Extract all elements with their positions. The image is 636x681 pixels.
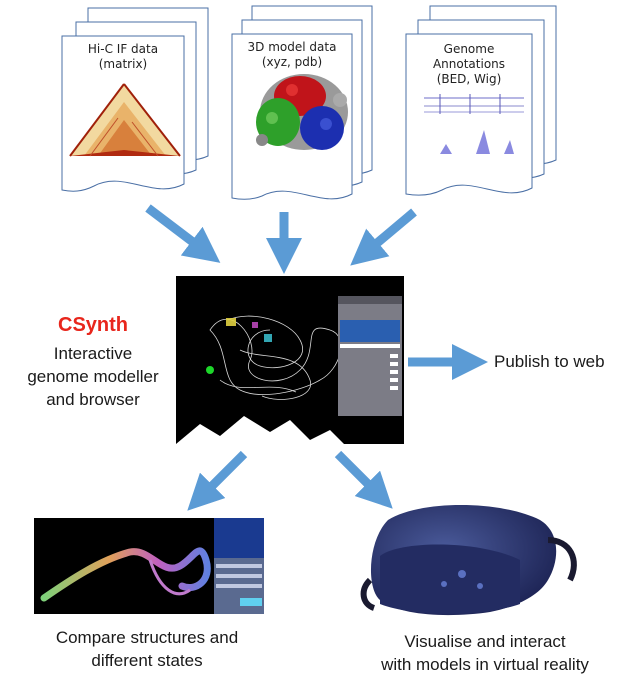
protein-structure-icon [256, 74, 348, 150]
compare-arrow [187, 450, 248, 511]
annotations-doc-title: Genome Annotations [432, 42, 506, 71]
input-arrows [145, 204, 417, 274]
hic-heatmap-icon [69, 83, 181, 157]
hic-doc-subtitle: (matrix) [98, 57, 148, 71]
csynth-desc-line-1: Interactive [53, 344, 133, 363]
vr-arrow [334, 450, 393, 509]
vr-headset-icon [360, 505, 577, 616]
csynth-desc-line-3: and browser [46, 390, 140, 409]
compare-caption-line-2: different states [91, 651, 203, 670]
publish-label: Publish to web [494, 352, 605, 371]
csynth-description: Interactive genome modeller and browser [18, 342, 168, 411]
annotations-doc-label: Genome Annotations (BED, Wig) [406, 42, 532, 87]
annotations-doc-subtitle: (BED, Wig) [436, 72, 502, 86]
csynth-screenshot [176, 276, 404, 444]
compare-caption: Compare structures and different states [22, 626, 272, 672]
model-doc-subtitle: (xyz, pdb) [261, 55, 323, 69]
compare-screenshot [34, 518, 264, 614]
model-doc-label: 3D model data (xyz, pdb) [232, 40, 352, 70]
vr-caption-line-1: Visualise and interact [404, 632, 566, 651]
csynth-title: CSynth [58, 314, 128, 336]
model-doc-title: 3D model data [247, 40, 337, 54]
vr-caption: Visualise and interact with models in vi… [340, 630, 630, 676]
document-stack-annotations [405, 5, 557, 196]
csynth-desc-line-2: genome modeller [27, 367, 159, 386]
vr-caption-line-2: with models in virtual reality [381, 655, 589, 674]
hic-doc-title: Hi-C IF data [87, 42, 159, 56]
hic-doc-label: Hi-C IF data (matrix) [62, 42, 184, 72]
document-stack-3d-model [231, 5, 373, 200]
document-stack-hic [61, 7, 209, 192]
compare-caption-line-1: Compare structures and [55, 628, 239, 647]
genome-track-icon [424, 94, 526, 154]
